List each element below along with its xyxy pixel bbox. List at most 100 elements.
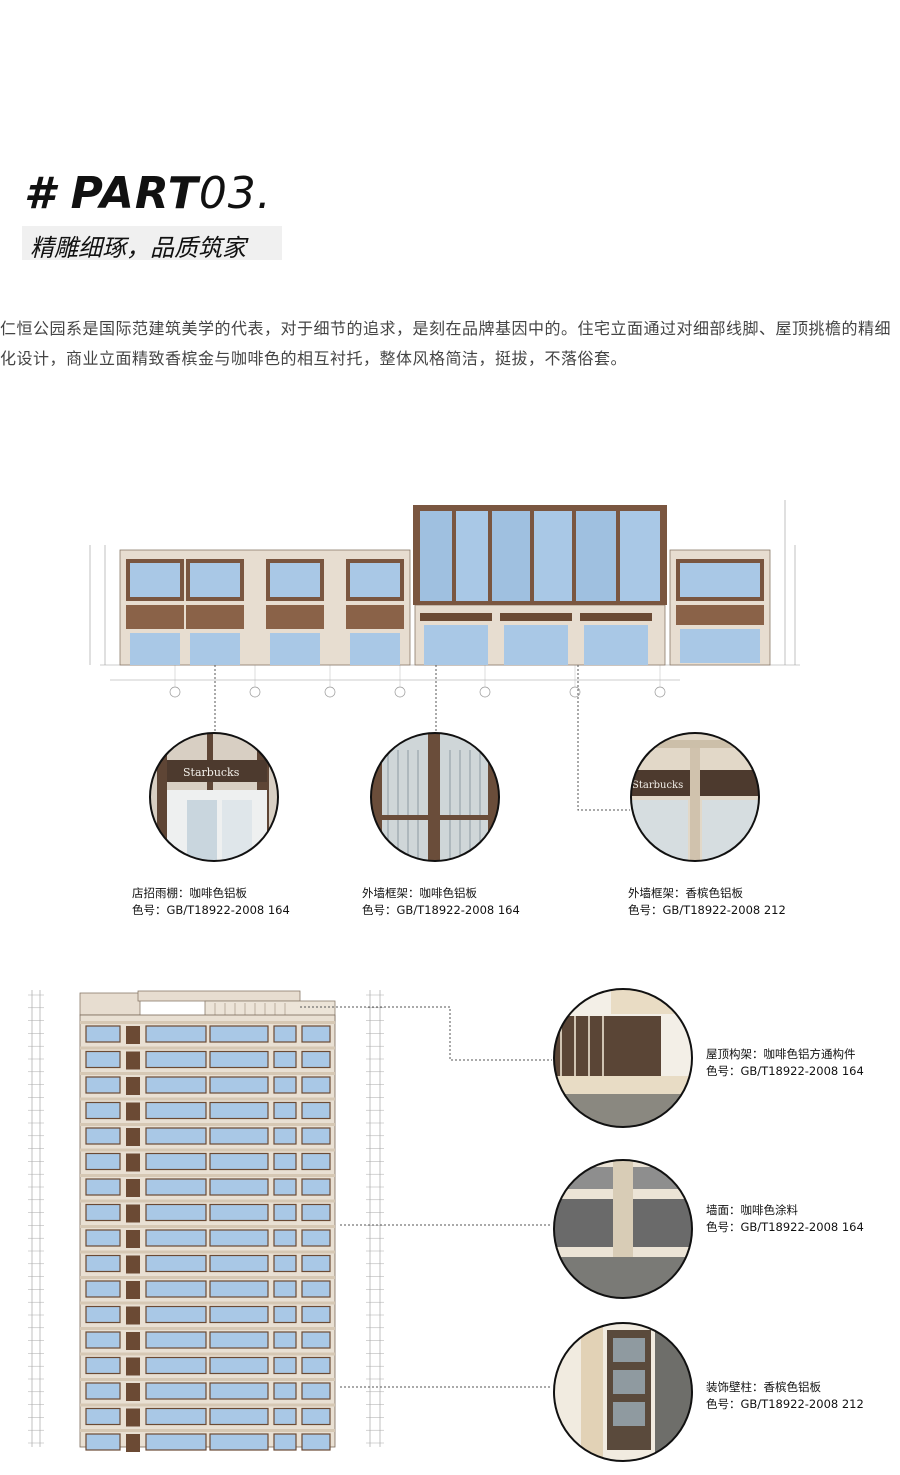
caption-color-code: 色号：GB/T18922-2008 164 (706, 1064, 864, 1078)
caption-color-code: 色号：GB/T18922-2008 212 (628, 903, 786, 917)
canopy (500, 613, 572, 621)
tower-window (209, 1025, 269, 1043)
tower-window (209, 1407, 269, 1426)
canopy (420, 613, 492, 621)
tower-pier (126, 1434, 140, 1452)
tower-window (209, 1331, 269, 1349)
floor-band (80, 1225, 335, 1228)
starbucks-sign-1: Starbucks (183, 766, 240, 779)
residential-tower-elevation (28, 990, 384, 1452)
bay-panel (346, 605, 404, 629)
floor-band (80, 1378, 335, 1381)
tower-window (273, 1305, 297, 1324)
tower-window (85, 1433, 121, 1451)
tower-pier (126, 1408, 140, 1427)
tower-caption-2: 墙面：咖啡色涂料 色号：GB/T18922-2008 164 (706, 1202, 864, 1236)
tower-window (273, 1076, 297, 1094)
bay-storefront-glass (350, 633, 400, 665)
tower-pier (126, 1179, 140, 1197)
tower-window (273, 1407, 297, 1426)
commercial-caption-1: 店招雨棚：咖啡色铝板 色号：GB/T18922-2008 164 (132, 885, 290, 919)
tower-window (209, 1382, 269, 1400)
bay-storefront-glass (424, 625, 488, 665)
tower-window (301, 1356, 331, 1375)
commercial-elevation-drawing (89, 500, 800, 698)
tower-window (85, 1254, 121, 1273)
bay-storefront-glass (680, 629, 760, 663)
caption-material: 店招雨棚：咖啡色铝板 (132, 886, 247, 900)
commercial-caption-2: 外墙框架：咖啡色铝板 色号：GB/T18922-2008 164 (362, 885, 520, 919)
bay-panel (266, 605, 324, 629)
bay-panel (126, 605, 184, 629)
commercial-detail-circle-3: Starbucks (630, 732, 760, 862)
tower-window (145, 1254, 207, 1273)
intro-paragraph: 仁恒公园系是国际范建筑美学的代表，对于细节的追求，是刻在品牌基因中的。住宅立面通… (0, 319, 892, 368)
bay-upper-glass (270, 563, 320, 597)
tower-pier (126, 1026, 140, 1044)
tower-pier (126, 1051, 140, 1070)
tower-window (301, 1382, 331, 1400)
tower-window (301, 1433, 331, 1451)
part-number: 03. (198, 168, 272, 219)
tower-pier (126, 1128, 140, 1146)
tower-window (301, 1178, 331, 1196)
tower-window (145, 1382, 207, 1400)
caption-color-code: 色号：GB/T18922-2008 164 (362, 903, 520, 917)
tower-window (145, 1050, 207, 1069)
tower-window (273, 1025, 297, 1043)
tower-window (145, 1356, 207, 1375)
part-hash: # (24, 168, 56, 219)
floor-band (80, 1199, 335, 1203)
tower-window (145, 1152, 207, 1171)
tower-window (209, 1229, 269, 1247)
tower-window (301, 1229, 331, 1247)
tower-window (85, 1101, 121, 1120)
tower-window (85, 1076, 121, 1094)
part-label: PART (70, 168, 199, 219)
tower-window (301, 1127, 331, 1145)
tower-pier (126, 1102, 140, 1121)
tower-window (209, 1356, 269, 1375)
tower-dimension-ticks (28, 994, 384, 1444)
bay-upper-glass (190, 563, 240, 597)
tower-pier (126, 1204, 140, 1223)
tower-window (145, 1407, 207, 1426)
bay-upper-glass (680, 563, 760, 597)
tower-window (145, 1025, 207, 1043)
part-title: # PART03. (24, 168, 272, 219)
bay-panel (186, 605, 244, 629)
tower-window (145, 1101, 207, 1120)
tower-window (209, 1127, 269, 1145)
canopy (580, 613, 652, 621)
bay-panel (676, 605, 764, 625)
tower-pier (126, 1332, 140, 1350)
tower-pier (126, 1153, 140, 1172)
floor-band (80, 1046, 335, 1050)
tower-window (301, 1331, 331, 1349)
tower-window (273, 1178, 297, 1196)
tower-window (273, 1101, 297, 1120)
tower-window (301, 1025, 331, 1043)
tower-window (209, 1152, 269, 1171)
bay-upper-glass (350, 563, 400, 597)
tower-window (85, 1305, 121, 1324)
tower-window (145, 1178, 207, 1196)
tower-window (301, 1101, 331, 1120)
bay-storefront-glass (270, 633, 320, 665)
floor-band (80, 1123, 335, 1126)
tower-pier (126, 1255, 140, 1274)
tower-pier (126, 1357, 140, 1376)
floor-band (80, 1097, 335, 1101)
section-subtitle-box: 精雕细琢，品质筑家 (22, 226, 282, 262)
tower-window (145, 1305, 207, 1324)
caption-color-code: 色号：GB/T18922-2008 212 (706, 1397, 864, 1411)
section-subtitle: 精雕细琢，品质筑家 (30, 234, 246, 262)
tower-pier (126, 1077, 140, 1095)
tower-detail-circle-1 (553, 988, 693, 1128)
floor-band (80, 1072, 335, 1075)
floor-band (80, 1403, 335, 1407)
tower-window (209, 1076, 269, 1094)
tower-window (301, 1407, 331, 1426)
tower-window (273, 1382, 297, 1400)
tower-window (301, 1305, 331, 1324)
